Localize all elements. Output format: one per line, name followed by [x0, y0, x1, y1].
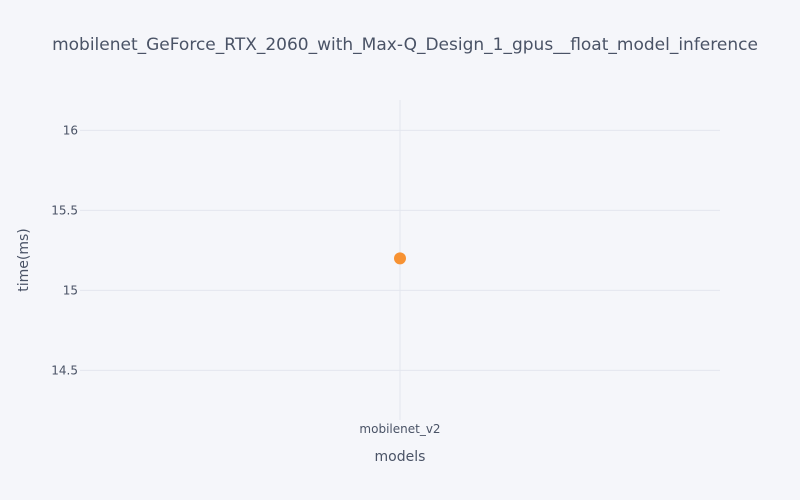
- y-tick-label: 16: [63, 123, 78, 137]
- x-tick-label: mobilenet_v2: [359, 422, 440, 436]
- y-tick-label: 15: [63, 283, 78, 297]
- y-axis-title: time(ms): [16, 228, 32, 292]
- y-tick-label: 14.5: [51, 363, 78, 377]
- chart-title: mobilenet_GeForce_RTX_2060_with_Max-Q_De…: [52, 35, 758, 55]
- y-tick-label: 15.5: [51, 203, 78, 217]
- tick-labels: 14.5 15 15.5 16 mobilenet_v2: [51, 123, 440, 436]
- data-point[interactable]: [394, 252, 406, 265]
- grid-lines: [80, 100, 720, 420]
- data-points: [394, 252, 406, 265]
- x-axis-title: models: [375, 449, 426, 465]
